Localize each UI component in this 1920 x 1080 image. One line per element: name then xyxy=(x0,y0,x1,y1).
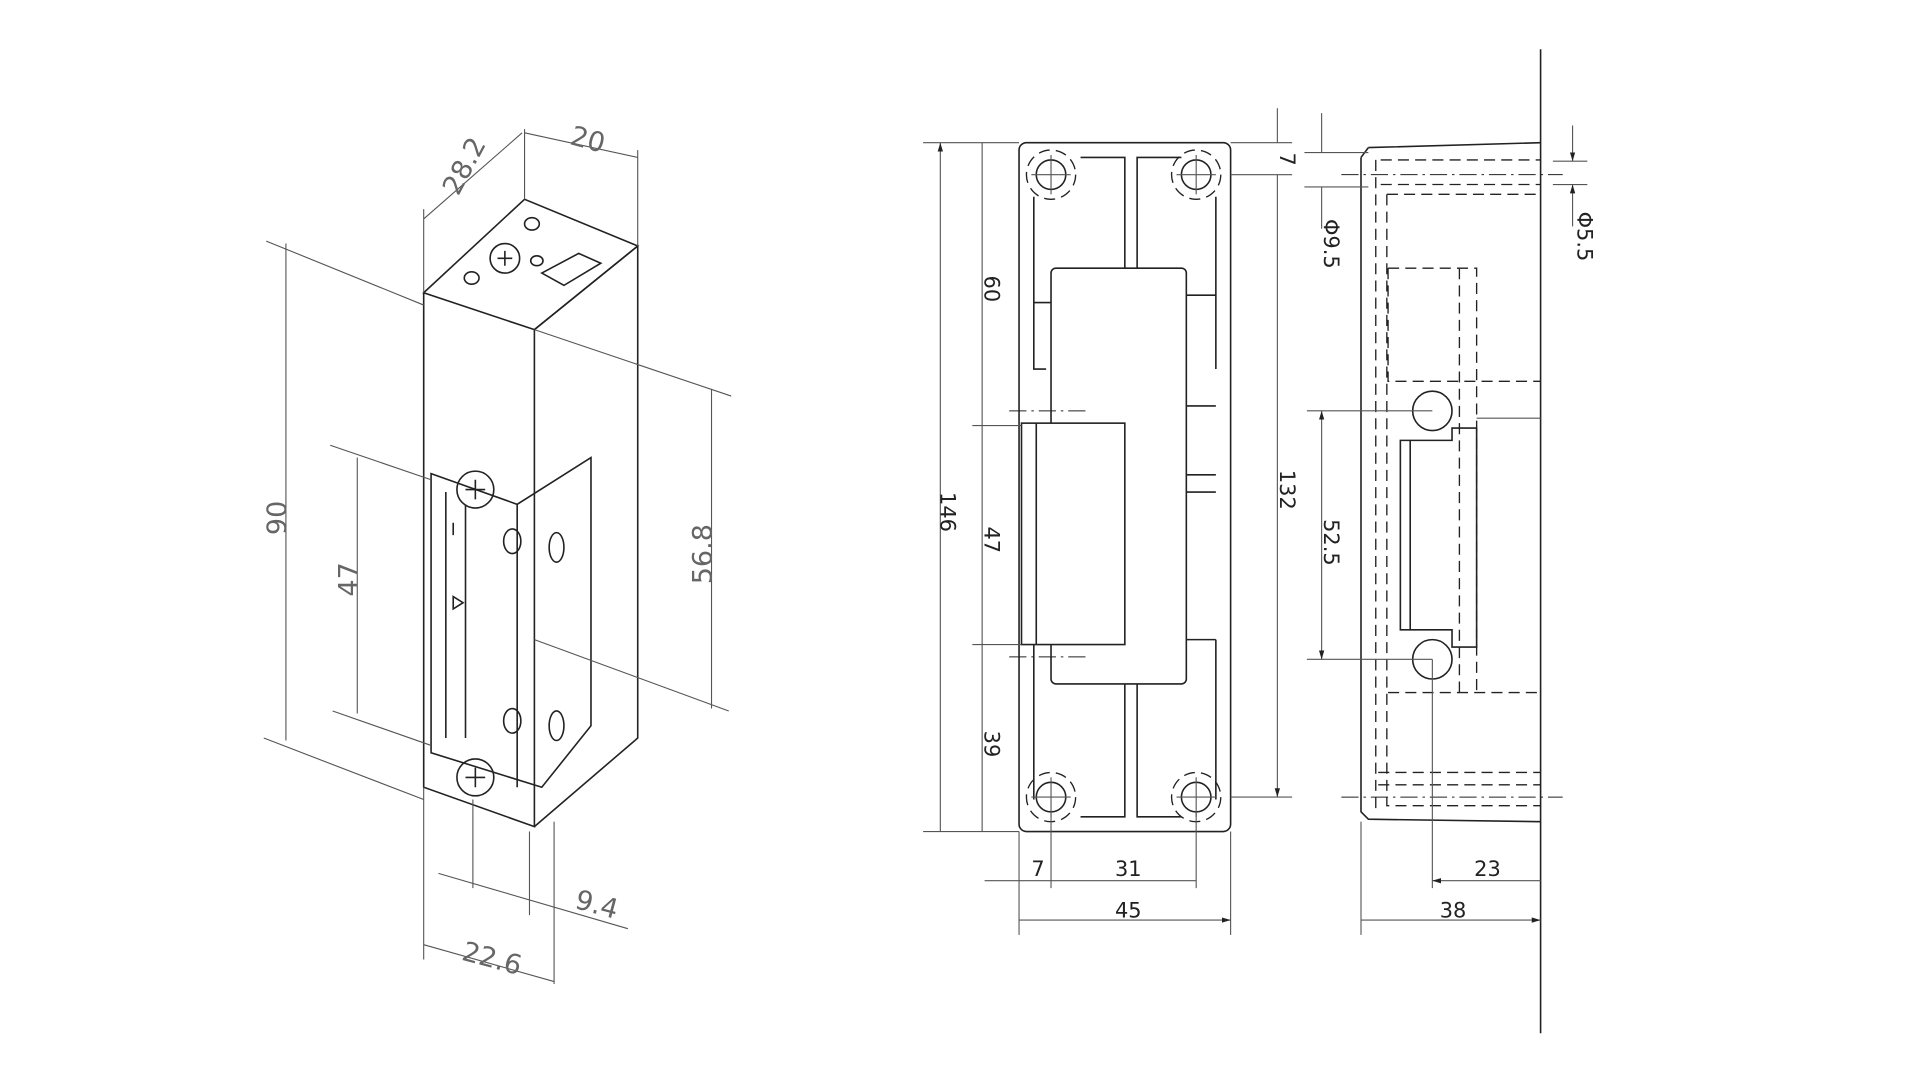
dim-upper: 60 xyxy=(980,276,1004,303)
dim-hole-depth: 23 xyxy=(1474,857,1501,881)
isometric-view: 28.2 20 90 47 56.8 9.4 22.6 xyxy=(262,121,732,985)
dim-hole-spacing: 52.5 xyxy=(1319,519,1343,566)
dim-hole-offset-top: 7 xyxy=(1275,153,1299,166)
dim-width-top: 20 xyxy=(567,121,608,160)
dim-total-height: 146 xyxy=(935,492,959,532)
dim-hole-diameter-large: Φ9.5 xyxy=(1319,219,1343,269)
dim-offset: 9.4 xyxy=(572,885,622,926)
dim-height-total: 90 xyxy=(262,501,293,535)
side-view: Φ9.5 Φ5.5 52.5 23 38 xyxy=(1304,49,1596,1034)
dim-hole-offset-side: 7 xyxy=(1031,857,1044,881)
dim-face-width: 22.6 xyxy=(459,936,525,982)
dim-total-depth: 38 xyxy=(1440,899,1467,923)
dim-hole-diameter-small: Φ5.5 xyxy=(1572,212,1596,262)
dim-hole-spacing-vertical: 132 xyxy=(1275,470,1299,510)
dim-body-height: 56.8 xyxy=(688,524,719,584)
front-view: 146 60 47 39 7 132 7 31 45 xyxy=(923,108,1299,935)
dim-lower: 39 xyxy=(980,731,1004,758)
dim-total-width: 45 xyxy=(1115,899,1142,923)
dim-hole-spacing-horizontal: 31 xyxy=(1115,857,1142,881)
dim-middle: 47 xyxy=(980,526,1004,553)
dim-strike-height: 47 xyxy=(333,562,364,596)
